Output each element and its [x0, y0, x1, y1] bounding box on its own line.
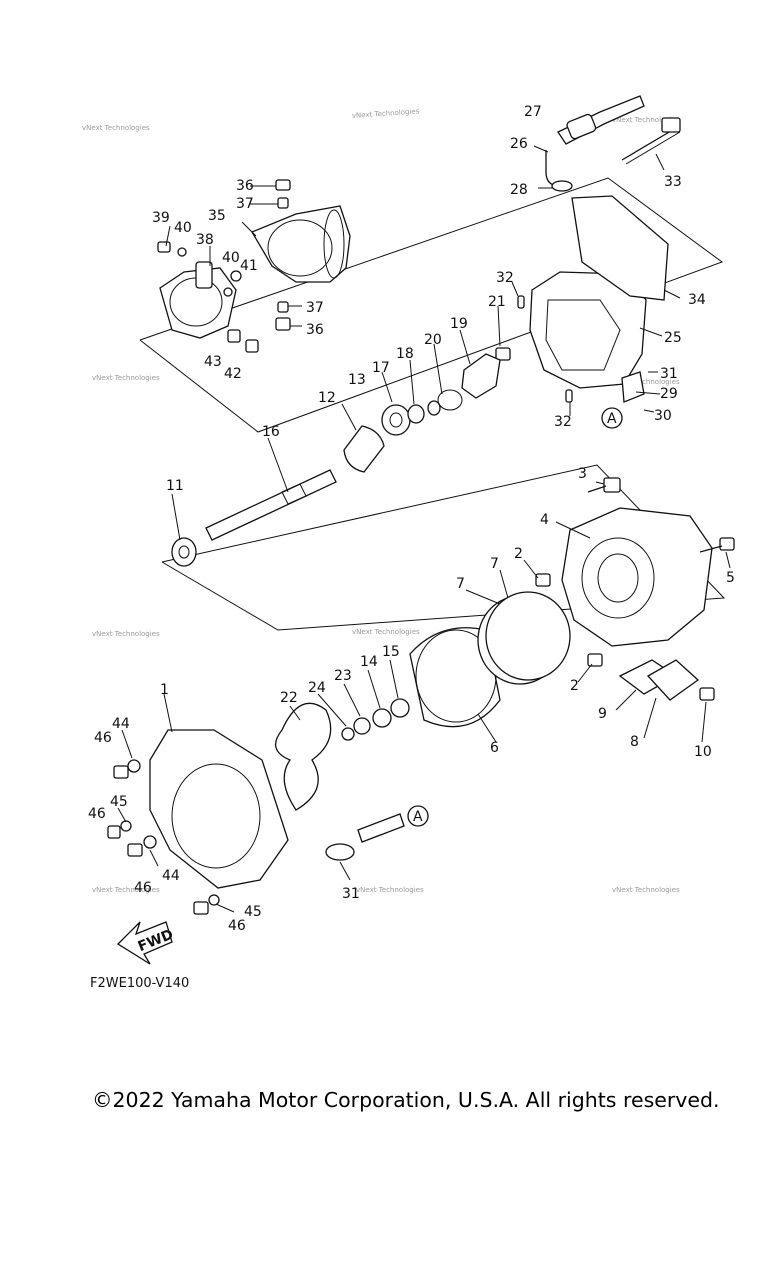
- watermark-8: vNext Technologies: [92, 886, 160, 894]
- impeller-housing: [535, 477, 735, 701]
- callout-7b: 7: [490, 556, 499, 572]
- callout-26: 26: [510, 136, 528, 152]
- callout-33: 33: [664, 174, 682, 190]
- callout-19: 19: [450, 316, 468, 332]
- callout-4: 4: [540, 512, 549, 528]
- callout-27: 27: [524, 104, 542, 120]
- callout-39: 39: [152, 210, 170, 226]
- callout-46b: 46: [88, 806, 106, 822]
- cooling-fitting: [325, 813, 405, 861]
- callout-40b: 40: [222, 250, 240, 266]
- callout-40a: 40: [174, 220, 192, 236]
- callout-36a: 36: [236, 178, 254, 194]
- callout-1: 1: [160, 682, 169, 698]
- callout-16: 16: [262, 424, 280, 440]
- watermark-4: vNext Technologies: [92, 374, 160, 382]
- callout-44a: 44: [112, 716, 130, 732]
- callout-35: 35: [208, 208, 226, 224]
- marker-a-upper: A: [607, 411, 617, 427]
- callout-37a: 37: [236, 196, 254, 212]
- watermark-5: vNext Technologies: [612, 378, 680, 386]
- callout-12: 12: [318, 390, 336, 406]
- watermark-7: vNext Technologies: [352, 628, 420, 636]
- callout-8: 8: [630, 734, 639, 750]
- reference-marker-lower: A: [407, 805, 429, 827]
- callout-46c: 46: [134, 880, 152, 896]
- callout-43: 43: [204, 354, 222, 370]
- fwd-arrow: FWD: [116, 921, 176, 965]
- watermark-10: vNext Technologies: [612, 886, 680, 894]
- callout-3: 3: [578, 466, 587, 482]
- callout-29: 29: [660, 386, 678, 402]
- impeller: [274, 698, 410, 811]
- group-frames: [139, 177, 726, 631]
- callout-20: 20: [424, 332, 442, 348]
- callout-15: 15: [382, 644, 400, 660]
- callout-36b: 36: [306, 322, 324, 338]
- callout-18: 18: [396, 346, 414, 362]
- callout-45b: 45: [244, 904, 262, 920]
- callout-11: 11: [166, 478, 184, 494]
- callout-2a: 2: [514, 546, 523, 562]
- copyright-notice: ©2022 Yamaha Motor Corporation, U.S.A. A…: [92, 1088, 720, 1112]
- callout-46d: 46: [228, 918, 246, 934]
- callout-21: 21: [488, 294, 506, 310]
- callout-17: 17: [372, 360, 390, 376]
- callout-5: 5: [726, 570, 735, 586]
- intake-plate: [107, 729, 289, 915]
- callout-25: 25: [664, 330, 682, 346]
- callout-44b: 44: [162, 868, 180, 884]
- callout-32b: 32: [554, 414, 572, 430]
- marker-a-lower: A: [413, 809, 423, 825]
- callout-2b: 2: [570, 678, 579, 694]
- callout-22: 22: [280, 690, 298, 706]
- leader-lines: [117, 145, 731, 913]
- watermark-3: vNext Technologies: [612, 116, 680, 124]
- callout-31b: 31: [342, 886, 360, 902]
- watermarks: vNext Technologies vNext Technologies vN…: [82, 107, 680, 894]
- callout-45a: 45: [110, 794, 128, 810]
- callout-34: 34: [688, 292, 706, 308]
- reference-marker-upper: A: [601, 407, 623, 429]
- callout-23: 23: [334, 668, 352, 684]
- callout-42: 42: [224, 366, 242, 382]
- watermark-6: vNext Technologies: [92, 630, 160, 638]
- callout-28: 28: [510, 182, 528, 198]
- drive-shaft-assembly: [171, 400, 441, 567]
- wear-ring-and-liner: [409, 591, 571, 728]
- watermark-1: vNext Technologies: [82, 124, 150, 132]
- callout-numbers: 1 2 2 3 4 5 6 7 7 8 9 10 11 12 13 14 15 …: [88, 104, 735, 934]
- callout-32a: 32: [496, 270, 514, 286]
- pump-housing-upper: [437, 95, 681, 411]
- watermark-2: vNext Technologies: [352, 107, 420, 120]
- callout-24: 24: [308, 680, 326, 696]
- callout-6: 6: [490, 740, 499, 756]
- callout-10: 10: [694, 744, 712, 760]
- watermark-9: vNext Technologies: [356, 886, 424, 894]
- callout-41: 41: [240, 258, 258, 274]
- callout-30: 30: [654, 408, 672, 424]
- callout-46a: 46: [94, 730, 112, 746]
- drawing-code: F2WE100-V140: [90, 976, 190, 991]
- callout-37b: 37: [306, 300, 324, 316]
- callout-14: 14: [360, 654, 378, 670]
- callout-31a: 31: [660, 366, 678, 382]
- hardware-upper-left: [157, 179, 291, 353]
- callout-9: 9: [598, 706, 607, 722]
- callout-38: 38: [196, 232, 214, 248]
- steering-nozzle-housing: [159, 205, 351, 339]
- callout-7a: 7: [456, 576, 465, 592]
- callout-13: 13: [348, 372, 366, 388]
